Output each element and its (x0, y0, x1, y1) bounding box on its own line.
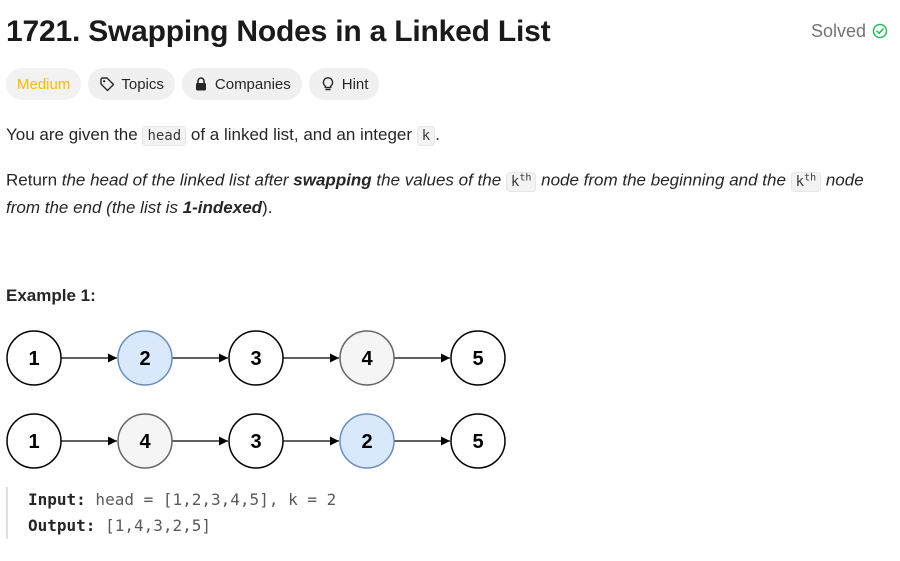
description-paragraph-1: You are given the head of a linked list,… (6, 122, 894, 149)
diagram-row-2: 1 4 3 2 5 (6, 413, 506, 469)
list-node-circle (117, 330, 173, 386)
list-node-value: 1 (28, 431, 39, 453)
text: node from the beginning and the (536, 170, 791, 190)
list-node-circle (450, 330, 506, 386)
list-node-circle (6, 330, 62, 386)
check-circle-icon (872, 23, 888, 39)
list-node-value: 3 (250, 348, 261, 370)
emphasis-text: node from the beginning and the (536, 171, 790, 190)
problem-title: 1721. Swapping Nodes in a Linked List (6, 15, 551, 48)
list-node-circle (228, 413, 284, 469)
list-node-value: 4 (139, 431, 151, 453)
topics-button[interactable]: Topics (88, 68, 175, 100)
list-node-value: 5 (472, 348, 483, 370)
text: . (435, 125, 440, 144)
hint-label: Hint (341, 75, 369, 93)
inline-code-head: head (142, 126, 187, 146)
lightbulb-icon (322, 77, 333, 91)
companies-button[interactable]: Companies (181, 68, 302, 100)
example-io-block: Input: head = [1,2,3,4,5], k = 2 Output:… (6, 487, 448, 539)
superscript: th (804, 172, 817, 183)
input-value: head = [1,2,3,4,5], k = 2 (85, 490, 337, 509)
tag-bar: Medium Topics Companies Hint (6, 68, 894, 100)
output-value: [1,4,3,2,5] (95, 516, 212, 535)
text: of a linked list, and an integer (186, 125, 417, 144)
list-node-circle (117, 413, 173, 469)
superscript: th (519, 172, 532, 183)
output-label: Output: (28, 516, 96, 535)
code-text: k (510, 173, 520, 190)
list-node-circle (339, 413, 395, 469)
text: the values of the (371, 170, 506, 190)
input-label: Input: (28, 490, 86, 509)
input-line: Input: head = [1,2,3,4,5], k = 2 (28, 487, 448, 513)
text: ). (262, 197, 273, 217)
text: the head of the linked list after (61, 170, 294, 190)
example-title: Example 1: (6, 286, 96, 305)
list-node-value: 2 (361, 431, 372, 453)
code-text: k (795, 173, 805, 190)
linked-list-diagram: 1 2 3 4 5 1 4 3 2 5 (6, 330, 506, 469)
list-node-value: 2 (139, 348, 150, 370)
list-node-circle (6, 413, 62, 469)
inline-code-kth: kth (505, 171, 537, 192)
solved-status: Solved (811, 21, 888, 42)
lock-icon (195, 77, 206, 91)
tag-icon (100, 77, 115, 92)
inline-code-kth-2: kth (790, 171, 822, 192)
emphasis-text: the head of the linked list after swappi… (62, 171, 506, 190)
solved-label: Solved (810, 20, 866, 41)
bold-text: 1-indexed (182, 197, 263, 217)
emphasis-text: node from the end (the list is 1-indexed (6, 171, 864, 217)
hint-button[interactable]: Hint (308, 68, 380, 100)
list-node-value: 4 (361, 348, 373, 370)
title-row: 1721. Swapping Nodes in a Linked List So… (6, 0, 894, 62)
problem-page: 1721. Swapping Nodes in a Linked List So… (0, 0, 900, 221)
diagram-row-1: 1 2 3 4 5 (6, 330, 506, 386)
list-node-value: 1 (28, 348, 39, 370)
text: Return (6, 170, 62, 190)
list-node-circle (339, 330, 395, 386)
inline-code-k: k (416, 126, 436, 146)
output-line: Output: [1,4,3,2,5] (28, 513, 448, 539)
bold-text: swapping (293, 170, 372, 190)
list-node-value: 3 (250, 431, 261, 453)
list-node-circle (450, 413, 506, 469)
text: node from the end (the list is (6, 170, 864, 217)
list-node-circle (228, 330, 284, 386)
text: You are given the (6, 125, 143, 144)
description-paragraph-2: Return the head of the linked list after… (6, 165, 894, 221)
list-node-value: 5 (472, 431, 483, 453)
companies-label: Companies (214, 75, 291, 93)
difficulty-badge: Medium (6, 68, 82, 100)
topics-label: Topics (121, 75, 164, 93)
